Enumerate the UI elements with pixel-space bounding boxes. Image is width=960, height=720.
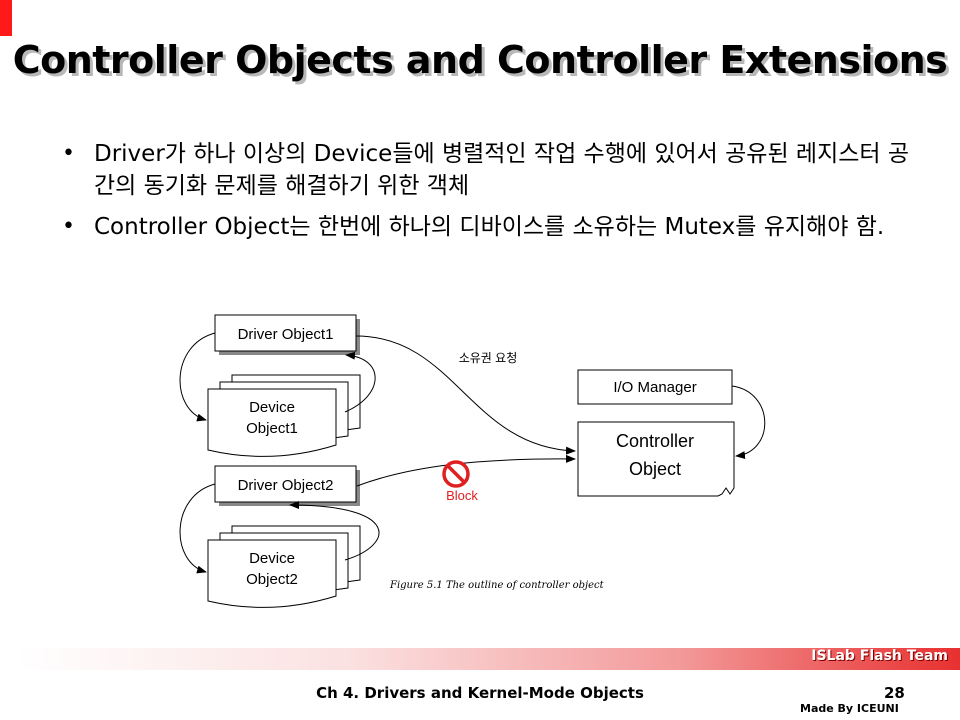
driver-object1-label: Driver Object1 <box>238 326 334 343</box>
figure-caption: Figure 5.1 The outline of controller obj… <box>389 580 605 591</box>
device-object2-label-line1: Device <box>249 550 295 567</box>
device-object1-label-line1: Device <box>249 399 295 416</box>
made-by-label: Made By ICEUNI <box>800 702 899 715</box>
driver1-to-device1-arrow <box>179 332 216 422</box>
controller-object-label-line1: Controller <box>616 431 694 451</box>
device-object1-label-line2: Object1 <box>246 420 298 437</box>
controller-object-label-line2: Object <box>629 459 681 479</box>
device1-to-driver1-arrow <box>344 351 376 413</box>
block-label: Block <box>446 488 478 503</box>
driver2-to-device2-arrow <box>179 483 216 574</box>
page-number: 28 <box>884 684 905 702</box>
driver1-to-controller-arrow <box>355 335 576 455</box>
bullet-item: • Driver가 하나 이상의 Device들에 병렬적인 작업 수행에 있어… <box>60 138 910 202</box>
bullet-text: Driver가 하나 이상의 Device들에 병렬적인 작업 수행에 있어서 … <box>94 141 910 199</box>
driver-object2-box <box>214 465 357 503</box>
slide-title: Controller Objects and Controller Extens… <box>12 38 948 82</box>
device-object2-label-line2: Object2 <box>246 571 298 588</box>
bullet-list: • Driver가 하나 이상의 Device들에 병렬적인 작업 수행에 있어… <box>60 138 910 252</box>
io-manager-label: I/O Manager <box>613 379 696 396</box>
controller-object-box <box>577 421 735 497</box>
device-object2-box <box>207 539 337 608</box>
driver-object2-label: Driver Object2 <box>238 477 334 494</box>
chapter-title: Ch 4. Drivers and Kernel-Mode Objects <box>316 684 644 702</box>
io-manager-to-controller-arrow <box>731 385 766 460</box>
device2-to-driver2-arrow <box>289 501 380 561</box>
device-object1-box <box>207 388 337 457</box>
bullet-text: Controller Object는 한번에 하나의 디바이스를 소유하는 Mu… <box>94 214 885 240</box>
bullet-item: • Controller Object는 한번에 하나의 디바이스를 소유하는 … <box>60 211 910 243</box>
footer-gradient-bar <box>18 648 960 670</box>
bullet-marker: • <box>62 214 75 239</box>
io-manager-box <box>577 369 733 405</box>
corner-accent <box>0 0 12 36</box>
prohibited-icon <box>442 460 470 488</box>
bullet-marker: • <box>62 141 75 166</box>
ownership-request-label: 소유권 요청 <box>459 351 518 365</box>
team-label: ISLab Flash Team <box>811 648 948 664</box>
